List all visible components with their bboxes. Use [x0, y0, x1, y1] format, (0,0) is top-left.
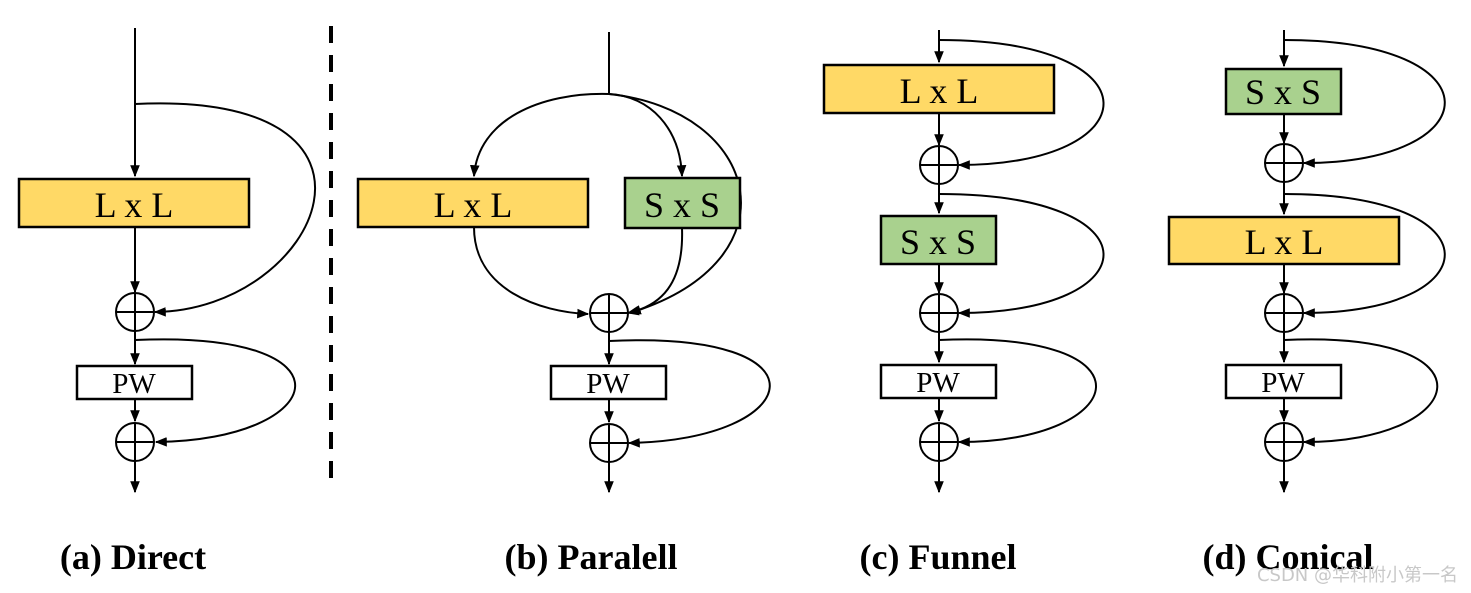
panel-a-direct: L x L PW (a) Direct [17, 28, 316, 577]
panel-a-caption: (a) Direct [60, 537, 206, 577]
panel-d-skip-connection-2 [1283, 193, 1446, 318]
panel-d-add-1 [1264, 143, 1304, 183]
panel-b-add-1 [589, 293, 629, 333]
panel-d-skip-connection-1 [1283, 39, 1446, 168]
panel-b-skip-connection-2 [608, 339, 771, 448]
panel-a-block-pw: PW [75, 364, 194, 401]
panel-b-branch-right [608, 93, 687, 178]
panel-d-block-pw: PW [1224, 363, 1343, 400]
panel-c-funnel: L x L S x S PW [822, 30, 1105, 577]
panel-c-block-1-box [822, 63, 1056, 115]
panel-b-merge-right [626, 227, 684, 316]
panel-b-block-pw-label: PW [586, 368, 630, 400]
panel-a-block-1-box [17, 177, 251, 229]
watermark: CSDN @华科附小第一名 [1257, 565, 1458, 586]
panel-d-conical: S x S L x L PW [1167, 30, 1446, 577]
panel-c-add-3 [919, 422, 959, 462]
panel-b-block-2-label: S x S [644, 185, 720, 225]
panel-d-block-1-box [1224, 67, 1343, 116]
panel-d-block-pw-label: PW [1261, 367, 1305, 399]
panel-c-block-pw-box [879, 363, 998, 400]
panel-b-block-1: L x L [356, 177, 590, 229]
panel-b-block-1-label: L x L [434, 185, 513, 225]
panel-c-skip-connection-2 [938, 193, 1105, 318]
panel-c-block-2-label: S x S [900, 222, 976, 262]
panel-d-add-2 [1264, 293, 1304, 333]
panel-c-caption: (c) Funnel [860, 537, 1017, 577]
panel-a-skip-connection-1 [134, 102, 316, 317]
panel-d-block-1-label: S x S [1245, 72, 1321, 112]
panel-b-block-pw: PW [549, 364, 668, 401]
panel-b-add-2 [589, 423, 629, 463]
panel-d-add-3 [1264, 422, 1304, 462]
panel-c-block-pw-label: PW [916, 367, 960, 399]
panel-b-block-2: S x S [623, 176, 742, 230]
panel-c-skip-connection-1 [938, 39, 1105, 170]
panel-b-caption: (b) Paralell [505, 537, 678, 577]
panel-a-add-2 [115, 422, 155, 462]
panel-c-block-2-box [879, 214, 998, 266]
panel-d-block-2: L x L [1167, 215, 1401, 266]
panel-a-block-pw-label: PW [112, 368, 156, 400]
panel-b-block-pw-box [549, 364, 668, 401]
panel-a-block-pw-box [75, 364, 194, 401]
panel-a-add-1 [115, 292, 155, 332]
panel-a-block-1-label: L x L [95, 185, 174, 225]
panel-b-block-1-box [356, 177, 590, 229]
panel-d-caption: (d) Conical [1203, 537, 1374, 577]
panel-c-add-2 [919, 293, 959, 333]
panel-c-add-1 [919, 145, 959, 185]
panel-c-skip-connection-3 [938, 338, 1097, 447]
panel-d-block-2-box [1167, 215, 1401, 266]
panel-c-block-2: S x S [879, 214, 998, 266]
panel-d-block-pw-box [1224, 363, 1343, 400]
panel-c-block-1: L x L [822, 63, 1056, 115]
panel-b-parallel: L x L S x S PW (b) Paralell [356, 32, 771, 577]
panel-c-block-pw: PW [879, 363, 998, 400]
panel-d-block-1: S x S [1224, 67, 1343, 116]
panel-d-block-2-label: L x L [1245, 222, 1324, 262]
panel-b-branch-left [469, 92, 610, 178]
panel-a-skip-connection-2 [134, 338, 296, 447]
panel-d-skip-connection-3 [1283, 338, 1439, 447]
panel-c-block-1-label: L x L [900, 71, 979, 111]
panel-a-block-1: L x L [17, 177, 251, 229]
panel-b-merge-left [473, 226, 590, 319]
